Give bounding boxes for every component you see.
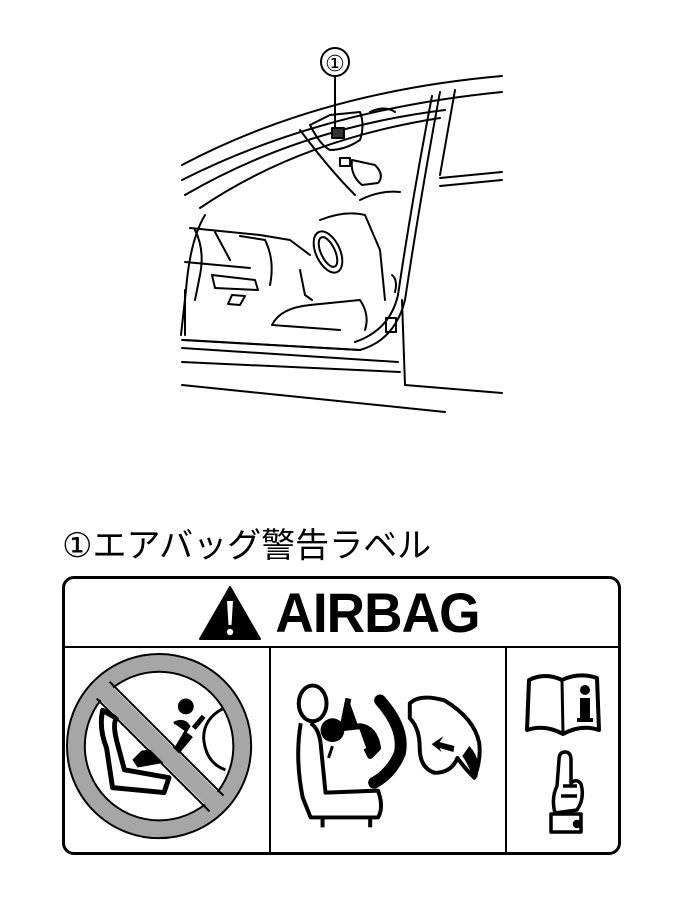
- label-caption: ①エアバッグ警告ラベル: [62, 526, 431, 566]
- pointing-hand-icon: [549, 750, 585, 834]
- airbag-warning-label: AIRBAG: [62, 576, 621, 855]
- panel-no-child-seat: [65, 648, 271, 852]
- owner-manual-info-icon: [525, 673, 601, 736]
- caption-number: ①: [62, 526, 93, 566]
- label-header: AIRBAG: [65, 579, 618, 648]
- warning-triangle-icon: [199, 585, 262, 640]
- car-interior-illustration: ①: [180, 47, 503, 413]
- airbag-deployment-icon: [296, 683, 482, 828]
- panel-refer-manual: [507, 648, 618, 852]
- no-rear-facing-child-seat-icon: [65, 652, 253, 840]
- label-title: AIRBAG: [275, 580, 480, 644]
- caption-text: エアバッグ警告ラベル: [92, 526, 432, 566]
- callout-marker: ①: [320, 47, 350, 129]
- panel-airbag-deployment: [271, 648, 507, 852]
- svg-text:①: ①: [325, 52, 345, 77]
- manual-icons: [525, 673, 601, 834]
